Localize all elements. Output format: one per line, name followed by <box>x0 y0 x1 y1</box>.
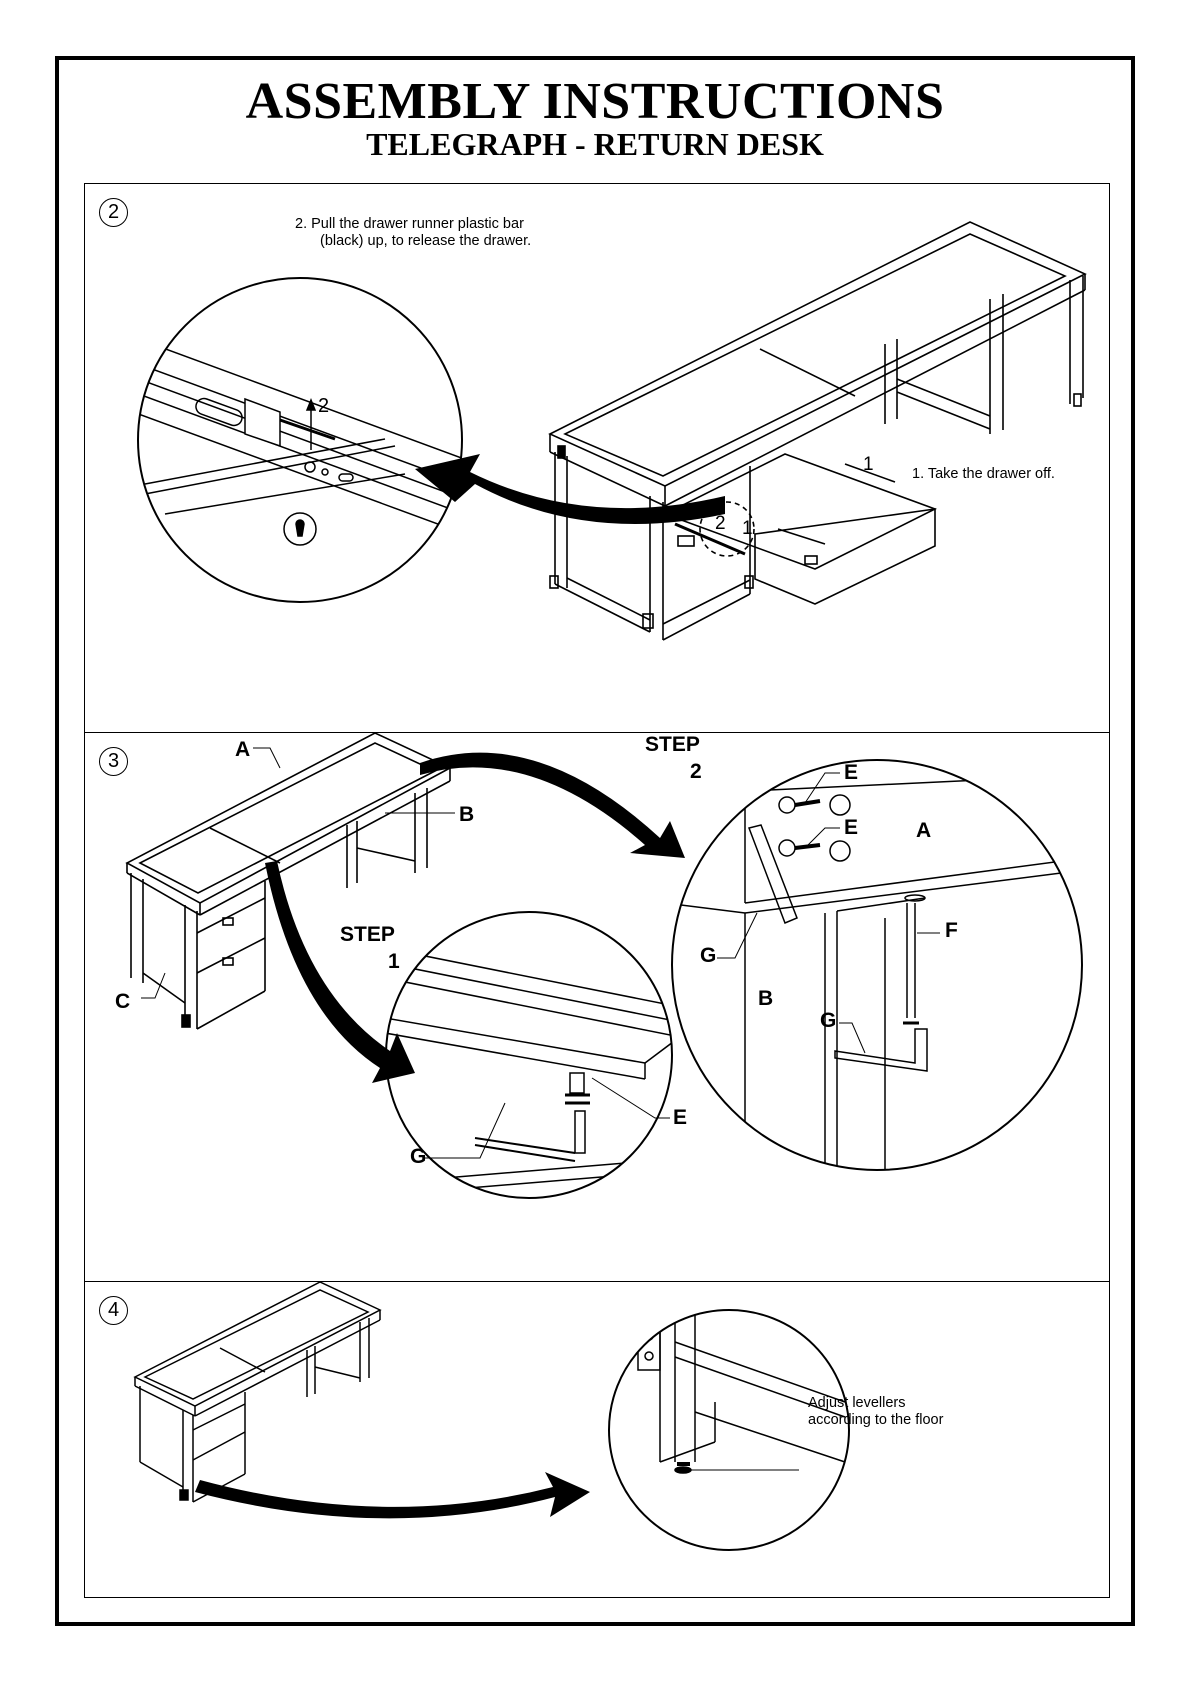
part-label-G-lower: G <box>820 1009 836 1033</box>
mark-1-top: 1 <box>863 454 874 475</box>
step-2-word: STEP <box>645 733 700 757</box>
part-label-E-middle: E <box>844 816 858 840</box>
part-label-G-step1: G <box>410 1145 426 1169</box>
part-label-A-detail: A <box>916 819 931 843</box>
step-3-panel: 3 <box>84 732 1110 1282</box>
mark-2-zoom: 2 <box>318 395 329 417</box>
note-levellers-line-2: according to the floor <box>808 1411 943 1429</box>
step-2-arrow <box>415 454 725 524</box>
step-4-arrow <box>195 1472 590 1518</box>
note-release-line-2: (black) up, to release the drawer. <box>320 232 531 250</box>
step-1-word: STEP <box>340 923 395 947</box>
note-take-off: 1. Take the drawer off. <box>912 465 1055 483</box>
part-label-A-desk: A <box>235 738 250 762</box>
step-1-num: 1 <box>388 950 400 974</box>
step-4-illustration <box>85 1282 1111 1599</box>
part-label-B-desk: B <box>459 803 474 827</box>
step-2-panel: 2 <box>84 183 1110 733</box>
step-3-illustration <box>85 733 1111 1283</box>
step-4-panel: 4 <box>84 1281 1110 1598</box>
desk-drawing <box>127 733 450 1029</box>
page-title: ASSEMBLY INSTRUCTIONS <box>0 72 1190 131</box>
runner-zoom-circle <box>125 278 505 602</box>
desk-drawing <box>550 222 1085 640</box>
step-2-illustration: 2 <box>85 184 1111 734</box>
detail-leaders <box>425 773 940 1158</box>
step-1-zoom-circle <box>385 912 685 1198</box>
part-label-C-desk: C <box>115 990 130 1014</box>
mark-2-desk: 2 <box>715 513 726 534</box>
note-release-line-1: 2. Pull the drawer runner plastic bar <box>295 215 524 233</box>
step-2-zoom-circle <box>665 760 1085 1183</box>
step-2-num: 2 <box>690 760 702 784</box>
mark-1-desk: 1 <box>742 518 753 539</box>
part-label-G-right: G <box>700 944 716 968</box>
page-subtitle: TELEGRAPH - RETURN DESK <box>0 126 1190 163</box>
note-levellers-line-1: Adjust levellers <box>808 1394 906 1412</box>
part-label-F: F <box>945 919 958 943</box>
part-label-E-step1: E <box>673 1106 687 1130</box>
desk-drawing <box>135 1282 380 1502</box>
part-label-E-top: E <box>844 761 858 785</box>
part-label-B-detail: B <box>758 987 773 1011</box>
